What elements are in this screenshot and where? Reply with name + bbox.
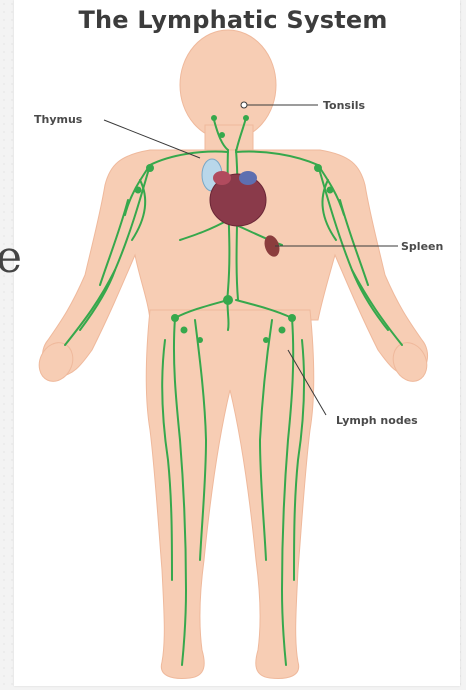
label-lymph-nodes: Lymph nodes <box>336 414 418 427</box>
legs <box>146 310 314 678</box>
label-thymus: Thymus <box>34 113 82 126</box>
body-silhouette <box>33 30 433 678</box>
head <box>180 30 276 140</box>
label-spleen: Spleen <box>401 240 443 253</box>
label-tonsils: Tonsils <box>323 99 365 112</box>
